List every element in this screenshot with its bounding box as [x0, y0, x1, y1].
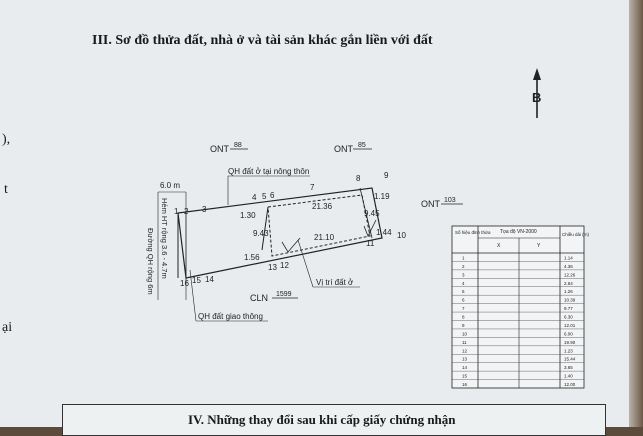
- dim-6: 21.10: [314, 233, 335, 242]
- point-13: 13: [268, 263, 277, 272]
- table-cell-length: 2.64: [564, 281, 573, 286]
- table-cell-length: 12.00: [564, 382, 576, 387]
- table-cell-length: 12.26: [564, 272, 576, 277]
- ont-103-number: 103: [444, 197, 456, 204]
- table-cell-point: 14: [462, 365, 468, 370]
- point-1: 1: [174, 207, 179, 216]
- point-10: 10: [397, 231, 406, 240]
- table-cell-length: 4.36: [564, 264, 573, 269]
- cln-number: 1599: [276, 291, 292, 298]
- section-4-title: IV. Những thay đổi sau khi cấp giấy chứn…: [188, 412, 456, 427]
- parcel-boundary: [177, 187, 383, 279]
- point-15: 15: [192, 276, 201, 285]
- point-7: 7: [310, 183, 315, 192]
- ont-85-number: 85: [358, 142, 366, 149]
- house-position-label: Vị trí đất ở: [316, 278, 354, 287]
- qh-traffic-label: QH đất giao thông: [198, 312, 263, 321]
- table-header-length: Chiều dài (m): [562, 232, 590, 237]
- section-3-title: III. Sơ đồ thửa đất, nhà ở và tài sản kh…: [92, 33, 433, 48]
- qh-rural-label: QH đất ở tại nông thôn: [228, 167, 309, 176]
- table-header-x: X: [497, 243, 501, 249]
- table-cell-length: 10.39: [564, 298, 576, 303]
- table-header-coords: Tọa độ VN-2000: [500, 229, 537, 235]
- point-3: 3: [202, 205, 207, 214]
- dim-8: 1.56: [244, 253, 260, 262]
- margin-fragment-2: t: [4, 182, 8, 197]
- section-4-box: IV. Những thay đổi sau khi cấp giấy chứn…: [62, 404, 606, 436]
- table-cell-point: 1: [462, 255, 465, 260]
- point-5: 5: [262, 192, 267, 201]
- dim-7: 1.44: [376, 228, 392, 237]
- alley-label: Hẻm HT rộng 3.6 - 4.7m: [160, 198, 169, 279]
- table-cell-length: 1.26: [564, 289, 573, 294]
- ont-88-number: 88: [234, 142, 242, 149]
- dim-1: 1.30: [240, 211, 256, 220]
- coordinates-table: Số hiệu đỉnh thửa Tọa độ VN-2000 X Y Chi…: [451, 225, 590, 389]
- ont-103-prefix: ONT: [421, 199, 441, 209]
- road-label: Đường QH rộng 6m: [146, 228, 155, 295]
- point-4: 4: [252, 193, 257, 202]
- table-cell-point: 13: [462, 357, 468, 362]
- table-cell-point: 11: [462, 340, 467, 345]
- point-2: 2: [184, 207, 189, 216]
- table-cell-length: 1.23: [564, 348, 573, 353]
- table-cell-point: 4: [462, 281, 465, 286]
- page-edge-shadow: [629, 0, 643, 427]
- table-cell-point: 9: [462, 323, 465, 328]
- north-label: B: [532, 90, 541, 105]
- dim-5: 9.45: [364, 209, 380, 218]
- table-cell-point: 15: [462, 374, 468, 379]
- dim-2: 9.43: [253, 229, 269, 238]
- point-12: 12: [280, 261, 289, 270]
- table-cell-length: 1.40: [564, 374, 573, 379]
- margin-fragment-1: ),: [2, 132, 11, 147]
- table-cell-point: 6: [462, 298, 465, 303]
- margin-fragment-3: ại: [2, 320, 13, 335]
- table-cell-length: 1.14: [564, 255, 573, 260]
- point-16: 16: [180, 279, 189, 288]
- ont-88-prefix: ONT: [210, 144, 230, 154]
- table-cell-point: 12: [462, 348, 468, 353]
- table-cell-length: 12.01: [564, 323, 576, 328]
- cln-prefix: CLN: [250, 293, 268, 303]
- width-label: 6.0 m: [160, 181, 180, 190]
- residential-land-boundary: [267, 194, 371, 257]
- table-cell-point: 7: [462, 306, 465, 311]
- table-cell-length: 3.65: [564, 365, 573, 370]
- dim-4: 1.19: [374, 192, 390, 201]
- table-cell-length: 6.00: [564, 331, 573, 336]
- dim-3: 21.36: [312, 202, 333, 211]
- point-14: 14: [205, 275, 214, 284]
- table-cell-point: 5: [462, 289, 465, 294]
- table-cell-point: 16: [462, 382, 468, 387]
- table-cell-length: 6.30: [564, 315, 573, 320]
- table-cell-point: 8: [462, 315, 465, 320]
- table-header-y: Y: [537, 243, 541, 249]
- land-plot-diagram: B ONT 88 ONT 85 ONT 103 CLN 1599 QH đất …: [146, 68, 590, 389]
- ont-85-prefix: ONT: [334, 144, 354, 154]
- table-cell-point: 3: [462, 272, 465, 277]
- table-cell-length: 15.44: [564, 357, 576, 362]
- table-cell-length: 9.77: [564, 306, 573, 311]
- north-arrow-icon: B: [532, 68, 541, 118]
- table-cell-point: 10: [462, 331, 468, 336]
- point-9: 9: [384, 171, 389, 180]
- point-11: 11: [366, 239, 375, 248]
- table-header-point: Số hiệu đỉnh thửa: [455, 229, 491, 235]
- table-cell-point: 2: [462, 264, 465, 269]
- table-cell-length: 19.90: [564, 340, 576, 345]
- point-8: 8: [356, 174, 361, 183]
- point-6: 6: [270, 191, 275, 200]
